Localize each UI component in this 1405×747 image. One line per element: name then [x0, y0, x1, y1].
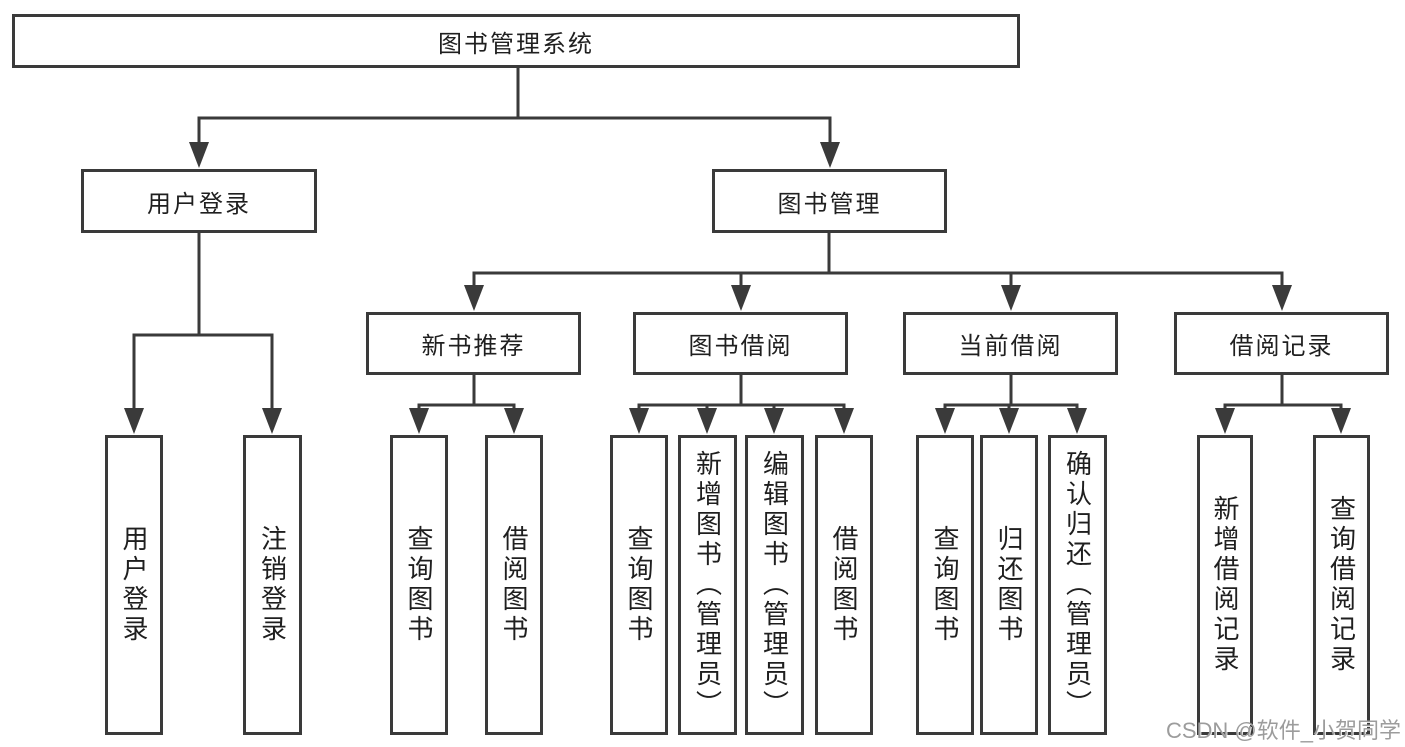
leaf-query-book-recommend-label: 查询图书: [404, 525, 434, 645]
leaf-add-book-admin: 新增图书（管理员）: [678, 435, 737, 735]
leaf-return-book-label: 归还图书: [994, 525, 1024, 645]
node-user-login: 用户登录: [81, 169, 317, 233]
node-book-management-label: 图书管理: [777, 190, 882, 218]
leaf-query-book-recommend: 查询图书: [390, 435, 448, 735]
leaf-query-book-borrow: 查询图书: [610, 435, 668, 735]
leaf-borrow-book-recommend-label: 借阅图书: [499, 525, 529, 645]
leaf-user-login: 用户登录: [105, 435, 163, 735]
node-borrow-record: 借阅记录: [1174, 312, 1389, 375]
leaf-query-borrow-record: 查询借阅记录: [1313, 435, 1370, 735]
leaf-query-book-borrow-label: 查询图书: [624, 525, 654, 645]
leaf-query-book-current-label: 查询图书: [930, 525, 960, 645]
leaf-confirm-return-admin: 确认归还（管理员）: [1048, 435, 1107, 735]
leaf-query-borrow-record-label: 查询借阅记录: [1326, 495, 1357, 675]
leaf-query-book-current: 查询图书: [916, 435, 974, 735]
arrowheads: [124, 142, 1351, 434]
node-new-book-recommend-label: 新书推荐: [421, 333, 526, 360]
node-root: 图书管理系统: [12, 14, 1020, 68]
leaf-borrow-book-label: 借阅图书: [829, 525, 859, 645]
leaf-add-borrow-record-label: 新增借阅记录: [1210, 495, 1240, 675]
leaf-return-book: 归还图书: [980, 435, 1038, 735]
node-book-borrow-label: 图书借阅: [688, 333, 793, 360]
leaf-add-book-admin-label: 新增图书（管理员）: [692, 450, 723, 720]
node-user-login-label: 用户登录: [147, 190, 251, 218]
node-borrow-record-label: 借阅记录: [1229, 333, 1334, 360]
leaf-confirm-return-admin-label: 确认归还（管理员）: [1062, 450, 1093, 720]
leaf-borrow-book-recommend: 借阅图书: [485, 435, 543, 735]
node-current-borrow-label: 当前借阅: [958, 333, 1063, 360]
leaf-edit-book-admin-label: 编辑图书（管理员）: [759, 450, 790, 720]
leaf-edit-book-admin: 编辑图书（管理员）: [745, 435, 804, 735]
node-root-label: 图书管理系统: [438, 30, 594, 58]
node-current-borrow: 当前借阅: [903, 312, 1118, 375]
leaf-user-login-label: 用户登录: [119, 525, 149, 645]
leaf-logout: 注销登录: [243, 435, 302, 735]
node-book-borrow: 图书借阅: [633, 312, 848, 375]
leaf-add-borrow-record: 新增借阅记录: [1197, 435, 1253, 735]
leaf-borrow-book: 借阅图书: [815, 435, 873, 735]
leaf-logout-label: 注销登录: [257, 525, 288, 645]
node-book-management: 图书管理: [712, 169, 947, 233]
node-new-book-recommend: 新书推荐: [366, 312, 581, 375]
csdn-watermark: CSDN @软件_小贺同学: [1165, 718, 1401, 743]
